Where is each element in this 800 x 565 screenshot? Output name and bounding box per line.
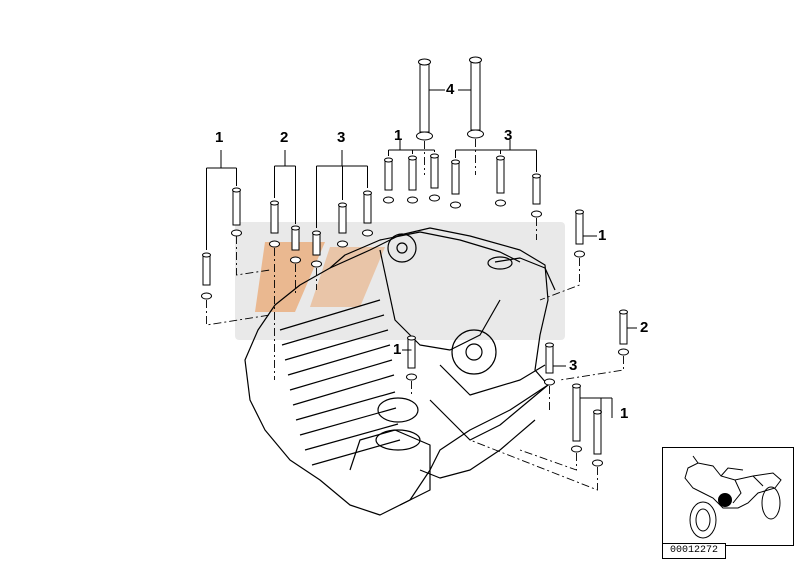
callout-3-left: 3 — [337, 129, 346, 146]
callout-1-top: 1 — [394, 127, 403, 144]
callout-1-left: 1 — [215, 129, 224, 146]
motorcycle-icon — [684, 455, 782, 539]
callout-3-right: 3 — [569, 357, 578, 374]
bolt-group-4-long — [416, 56, 484, 141]
bolt-right-3 — [544, 342, 555, 386]
bolt-bottom-1 — [406, 335, 417, 381]
callout-4: 4 — [446, 81, 455, 98]
vehicle-location-thumbnail — [662, 447, 794, 546]
bolt-group-1-left — [201, 187, 242, 300]
cylinder-fins — [279, 299, 401, 466]
bolt-group-3-left — [311, 190, 373, 268]
bolt-right-1 — [574, 209, 585, 258]
crankcase-outline — [244, 227, 549, 516]
callout-1-right: 1 — [598, 227, 607, 244]
callout-1-lower-right: 1 — [620, 405, 629, 422]
catalog-number: 00012272 — [662, 543, 726, 559]
location-dot — [718, 493, 732, 507]
bolt-group-3-top — [450, 155, 542, 218]
callout-2-left: 2 — [280, 129, 289, 146]
callout-2-right: 2 — [640, 319, 649, 336]
bolt-right-2 — [618, 309, 629, 356]
callout-3-top: 3 — [504, 127, 513, 144]
bolt-group-2-left — [269, 200, 301, 264]
watermark-logo — [235, 222, 565, 340]
callout-1-center: 1 — [393, 341, 402, 358]
bolt-group-1-lower-right — [571, 383, 603, 467]
bolt-group-1-top — [383, 153, 440, 204]
